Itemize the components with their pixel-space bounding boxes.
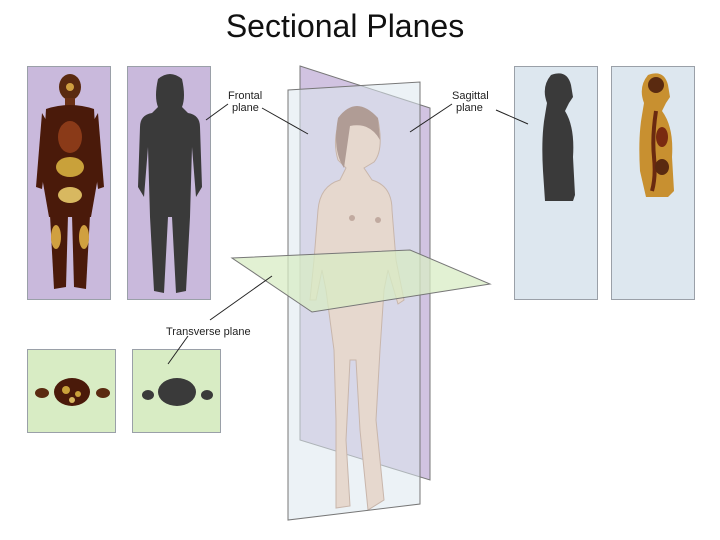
- sagittal-right-pointer: [496, 110, 528, 124]
- frontal-label-line2: plane: [228, 102, 262, 114]
- transverse-plane: [232, 250, 490, 312]
- frontal-left-pointer: [206, 104, 228, 120]
- frontal-plane-label: Frontal plane: [228, 90, 262, 114]
- transverse-label-pointer: [210, 276, 272, 320]
- frontal-label-line1: Frontal: [228, 90, 262, 102]
- sagittal-label-line2: plane: [452, 102, 489, 114]
- sagittal-plane-label: Sagittal plane: [452, 90, 489, 114]
- sagittal-label-line1: Sagittal: [452, 90, 489, 102]
- transverse-plane-label: Transverse plane: [166, 326, 251, 338]
- transverse-left-pointer: [168, 336, 188, 364]
